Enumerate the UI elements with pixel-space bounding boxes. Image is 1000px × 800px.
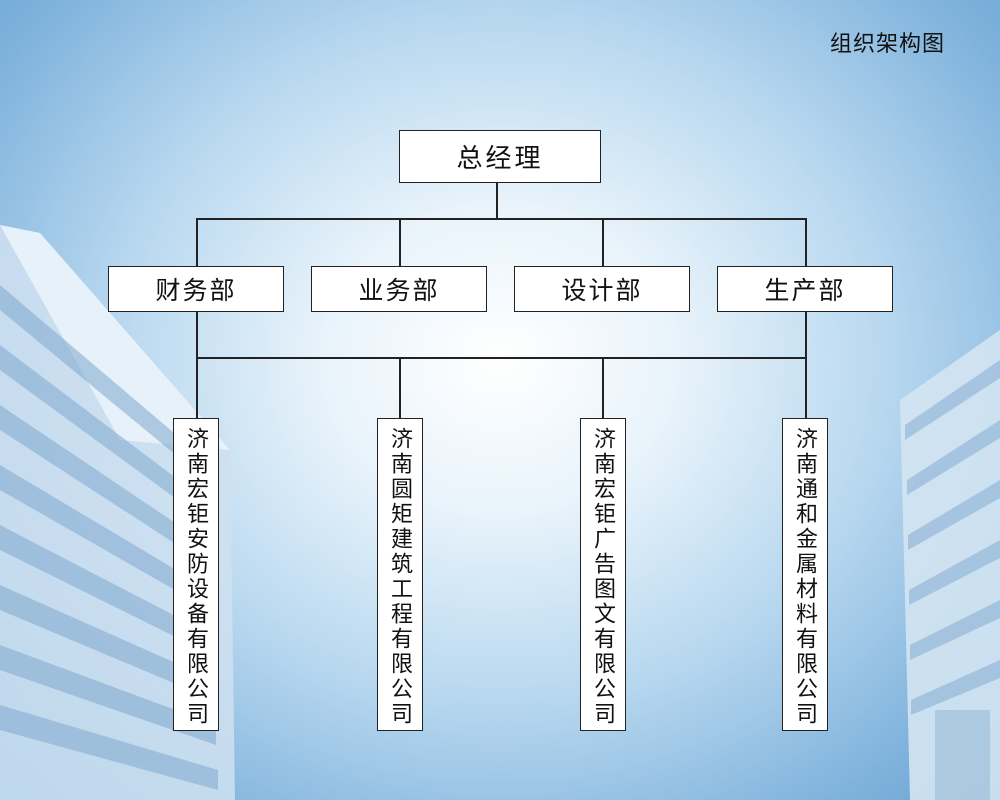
company-drop-4 — [805, 357, 807, 418]
dept-right-riser — [805, 312, 807, 358]
company-node-1: 济南宏钜安防设备有限公司 — [173, 418, 219, 731]
root-node: 总经理 — [399, 130, 601, 183]
company-bus — [196, 357, 807, 359]
company-node-4: 济南通和金属材料有限公司 — [782, 418, 828, 731]
dept-drop-2 — [399, 218, 401, 266]
company-drop-1 — [196, 357, 198, 418]
company-drop-3 — [602, 357, 604, 418]
root-connector — [496, 183, 498, 219]
chart-title: 组织架构图 — [829, 32, 945, 57]
company-node-2: 济南圆矩建筑工程有限公司 — [377, 418, 423, 731]
dept-node-design: 设计部 — [514, 266, 690, 312]
right-building-image — [900, 330, 1000, 800]
dept-drop-3 — [602, 218, 604, 266]
dept-node-business: 业务部 — [311, 266, 487, 312]
dept-left-riser — [196, 312, 198, 358]
dept-node-production: 生产部 — [717, 266, 893, 312]
dept-node-finance: 财务部 — [108, 266, 284, 312]
dept-bus — [196, 218, 806, 220]
dept-drop-1 — [196, 218, 198, 266]
company-node-3: 济南宏钜广告图文有限公司 — [580, 418, 626, 731]
company-drop-2 — [399, 357, 401, 418]
dept-drop-4 — [805, 218, 807, 266]
